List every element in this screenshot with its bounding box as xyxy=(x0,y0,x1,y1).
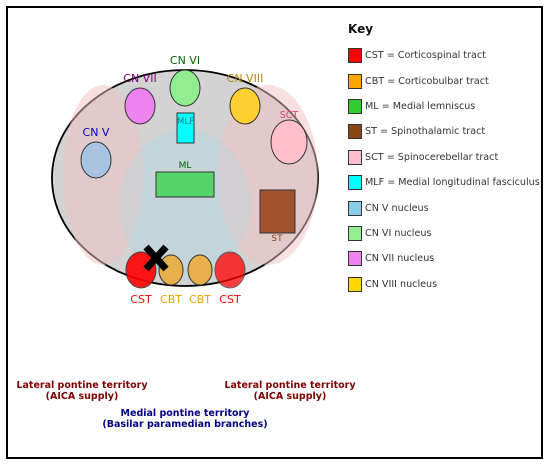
st-tract xyxy=(259,189,296,234)
key-item-cn-v: CN V nucleus xyxy=(348,195,540,220)
medial-territory xyxy=(119,130,251,280)
key-swatch-cn-viii xyxy=(348,276,362,292)
key-item-cn-vi: CN VI nucleus xyxy=(348,221,540,246)
territory-subtitle: (AICA supply) xyxy=(45,391,119,402)
sct-tract xyxy=(270,119,308,165)
key-item-cbt: CBT = Corticobulbar tract xyxy=(348,68,540,93)
key-item-label: CBT = Corticobulbar tract xyxy=(365,75,489,87)
key-item-label: CST = Corticospinal tract xyxy=(365,50,486,62)
key-item-label: MLF = Medial longitudinal fasciculus xyxy=(365,177,540,189)
mlf-tract xyxy=(176,112,195,144)
key-item-cn-viii: CN VIII nucleus xyxy=(348,272,540,297)
lesion-x-mark-icon xyxy=(143,244,169,272)
key-item-st: ST = Spinothalamic tract xyxy=(348,119,540,144)
cst-tract-left xyxy=(125,251,157,289)
cn-vi-label: CN VI xyxy=(170,54,200,67)
key-swatch-st xyxy=(348,124,362,140)
cbt-label-right: CBT xyxy=(189,293,211,306)
cn-viii-nucleus xyxy=(229,87,261,125)
key-item-sct: SCT = Spinocerebellar tract xyxy=(348,145,540,170)
ml-label: ML xyxy=(179,161,192,171)
cst-label-left: CST xyxy=(130,293,152,306)
key-swatch-cn-v xyxy=(348,200,362,216)
key-item-cn-vii: CN VII nucleus xyxy=(348,246,540,271)
key-item-mlf: MLF = Medial longitudinal fasciculus xyxy=(348,170,540,195)
cn-v-label: CN V xyxy=(83,126,110,139)
cbt-tract-left xyxy=(158,254,184,286)
mlf-label: MLF xyxy=(177,117,194,127)
cst-tract-right xyxy=(214,251,246,289)
territory-label-medial: Medial pontine territory (Basilar parame… xyxy=(100,408,270,430)
key-legend: CST = Corticospinal tract CBT = Corticob… xyxy=(348,43,540,297)
key-swatch-cst xyxy=(348,48,362,64)
key-item-ml: ML = Medial lemniscus xyxy=(348,94,540,119)
territory-title: Lateral pontine territory xyxy=(16,380,148,391)
cn-viii-label: CN VIII xyxy=(227,72,264,85)
territory-label-lateral-right: Lateral pontine territory (AICA supply) xyxy=(220,380,360,402)
cbt-tract-right xyxy=(187,254,213,286)
sct-label: SCT xyxy=(280,110,299,121)
key-title: Key xyxy=(348,22,374,36)
cn-vii-label: CN VII xyxy=(123,72,156,85)
territory-title: Medial pontine territory xyxy=(120,408,250,419)
territory-subtitle: (AICA supply) xyxy=(253,391,327,402)
cn-vi-nucleus xyxy=(169,69,201,107)
key-swatch-cbt xyxy=(348,73,362,89)
territory-label-lateral-left: Lateral pontine territory (AICA supply) xyxy=(12,380,152,402)
territory-title: Lateral pontine territory xyxy=(224,380,356,391)
key-item-label: ST = Spinothalamic tract xyxy=(365,126,486,138)
key-swatch-mlf xyxy=(348,175,362,191)
key-item-label: CN VIII nucleus xyxy=(365,278,438,290)
territory-subtitle: (Basilar paramedian branches) xyxy=(102,419,268,430)
ml-tract xyxy=(155,171,215,198)
key-item-cst: CST = Corticospinal tract xyxy=(348,43,540,68)
key-swatch-sct xyxy=(348,149,362,165)
key-swatch-cn-vii xyxy=(348,251,362,267)
key-item-label: ML = Medial lemniscus xyxy=(365,100,476,112)
key-item-label: CN VI nucleus xyxy=(365,227,432,239)
key-item-label: SCT = Spinocerebellar tract xyxy=(365,151,499,163)
key-item-label: CN VII nucleus xyxy=(365,253,435,265)
key-swatch-cn-vi xyxy=(348,225,362,241)
cn-v-nucleus xyxy=(80,141,112,179)
cbt-label-left: CBT xyxy=(160,293,182,306)
key-swatch-ml xyxy=(348,98,362,114)
st-label: ST xyxy=(271,234,283,244)
cst-label-right: CST xyxy=(219,293,241,306)
key-item-label: CN V nucleus xyxy=(365,202,429,214)
cn-vii-nucleus xyxy=(124,87,156,125)
